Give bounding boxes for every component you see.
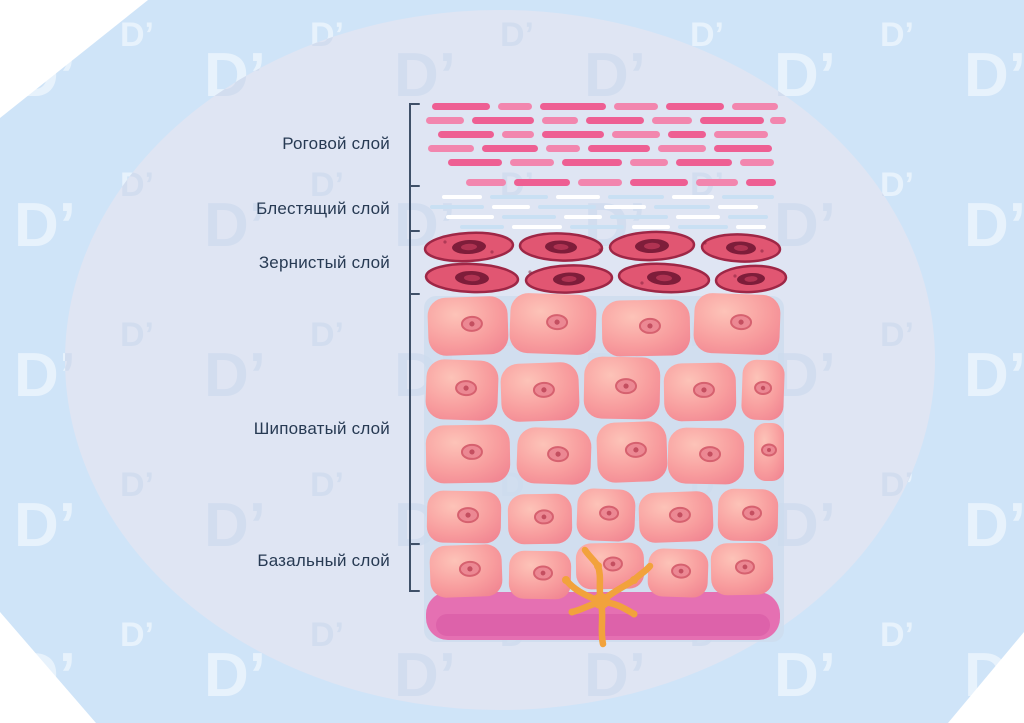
spinosum-cell — [426, 490, 502, 544]
granulosum-speckles — [443, 240, 764, 285]
corneum-row — [448, 159, 774, 166]
spinosum-cell — [507, 493, 573, 545]
granulosum-cell — [524, 264, 614, 294]
spinosum-cell — [427, 296, 509, 356]
lucidum-row — [430, 205, 758, 209]
stratum-corneum-layer — [426, 103, 786, 186]
label-stratum-corneum: Роговой слой — [282, 134, 390, 153]
granulosum-cell — [714, 264, 788, 294]
spinosum-cell — [500, 362, 580, 422]
lucidum-row — [460, 225, 766, 229]
skin-layers-illustration — [423, 103, 788, 648]
corneum-row — [438, 131, 768, 138]
spinosum-cell — [425, 424, 511, 484]
granulosum-cell — [617, 262, 711, 294]
basal-cell — [575, 542, 645, 590]
layer-bracket — [409, 103, 420, 592]
spinosum-cell — [583, 356, 661, 420]
stratum-lucidum-layer — [430, 195, 774, 229]
granulosum-cell — [424, 262, 520, 294]
spinosum-cell — [754, 423, 784, 481]
spinosum-cell — [576, 488, 636, 542]
corneum-row — [428, 145, 772, 152]
granulosum-cell — [608, 230, 696, 262]
basal-cell — [508, 550, 572, 600]
spinosum-cell — [516, 427, 592, 485]
granulosum-cell — [423, 231, 515, 263]
spinosum-cell — [425, 359, 499, 421]
spinosum-cell — [693, 293, 781, 355]
spinosum-cell — [638, 491, 714, 543]
spinosum-cell — [509, 293, 597, 355]
spinosum-cell — [663, 362, 737, 422]
stratum-granulosum-layer — [423, 230, 788, 294]
label-stratum-basale: Базальный слой — [257, 551, 390, 570]
basal-cell — [710, 542, 774, 596]
melanocyte — [562, 546, 654, 648]
corneum-row — [426, 117, 786, 124]
lucidum-row — [446, 215, 768, 219]
granulosum-cell — [700, 233, 782, 263]
label-stratum-granulosum: Зернистый слой — [258, 253, 390, 272]
corneum-row — [466, 179, 776, 186]
spinosum-cell — [717, 488, 779, 542]
granulosum-cell — [518, 232, 604, 262]
label-stratum-spinosum: Шиповатый слой — [253, 419, 390, 438]
basal-cell — [429, 544, 503, 598]
spinosum-cell — [596, 421, 668, 483]
stratum-spinosum-layer — [425, 293, 785, 545]
label-stratum-lucidum: Блестящий слой — [256, 199, 390, 218]
spinosum-cell — [741, 359, 785, 421]
corneum-row — [432, 103, 778, 110]
spinosum-cell — [601, 299, 691, 357]
spinosum-cell — [667, 427, 745, 485]
lucidum-row — [442, 195, 774, 199]
basal-layer — [426, 542, 780, 648]
basal-cell — [647, 548, 709, 598]
